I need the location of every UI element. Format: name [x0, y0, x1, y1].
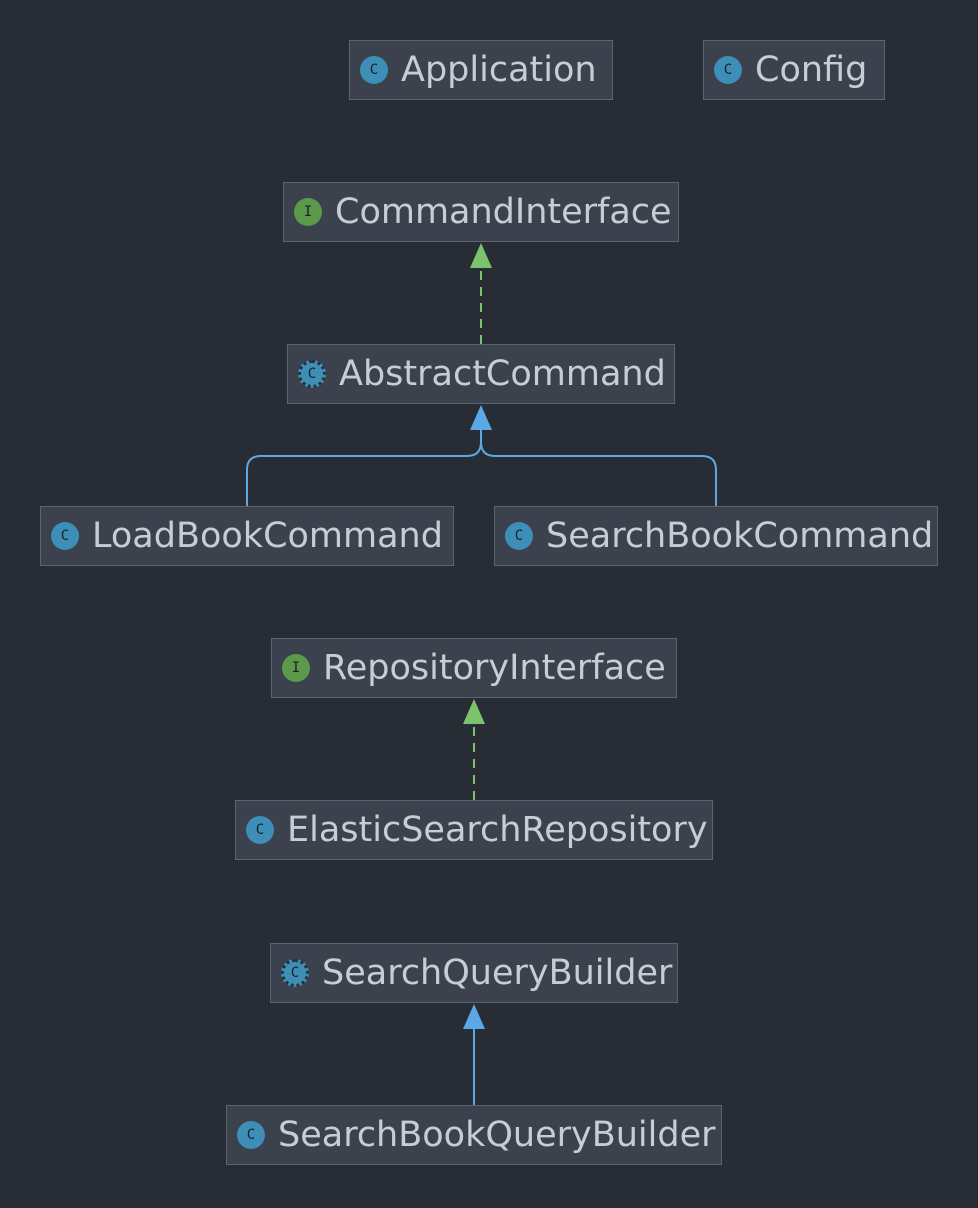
- interface-node-repositoryinterface[interactable]: I RepositoryInterface: [271, 638, 677, 698]
- class-node-elasticsearchrepository[interactable]: C ElasticSearchRepository: [235, 800, 713, 860]
- class-icon: C: [51, 522, 79, 550]
- class-name: SearchBookQueryBuilder: [278, 1114, 716, 1155]
- interface-icon: I: [282, 654, 310, 682]
- class-name: Application: [401, 49, 597, 90]
- abstract-class-icon: C: [298, 360, 326, 388]
- class-name: SearchBookCommand: [546, 515, 934, 556]
- edge-loadbookcommand-extends-abstractcommand: [246, 430, 482, 506]
- edge-searchbookquerybuilder-extends-searchquerybuilder: [463, 1004, 485, 1105]
- class-node-searchbookquerybuilder[interactable]: C SearchBookQueryBuilder: [226, 1105, 722, 1165]
- edge-abstractcommand-implements-commandinterface: [470, 243, 492, 344]
- class-node-searchbookcommand[interactable]: C SearchBookCommand: [494, 506, 938, 566]
- edge-searchbookcommand-extends-abstractcommand: [470, 405, 717, 506]
- class-icon: C: [246, 816, 274, 844]
- class-name: ElasticSearchRepository: [287, 809, 708, 850]
- class-name: AbstractCommand: [339, 353, 666, 394]
- class-node-application[interactable]: C Application: [349, 40, 613, 100]
- class-icon: C: [714, 56, 742, 84]
- edge-elasticsearchrepository-implements-repositoryinterface: [463, 699, 485, 800]
- class-icon: C: [505, 522, 533, 550]
- class-name: Config: [755, 49, 868, 90]
- class-icon: C: [360, 56, 388, 84]
- abstract-class-node-searchquerybuilder[interactable]: C SearchQueryBuilder: [270, 943, 678, 1003]
- class-icon: C: [237, 1121, 265, 1149]
- class-node-config[interactable]: C Config: [703, 40, 885, 100]
- class-name: SearchQueryBuilder: [322, 952, 673, 993]
- class-node-loadbookcommand[interactable]: C LoadBookCommand: [40, 506, 454, 566]
- abstract-class-icon: C: [281, 959, 309, 987]
- interface-node-commandinterface[interactable]: I CommandInterface: [283, 182, 679, 242]
- interface-name: CommandInterface: [335, 191, 672, 232]
- class-name: LoadBookCommand: [92, 515, 443, 556]
- interface-icon: I: [294, 198, 322, 226]
- interface-name: RepositoryInterface: [323, 647, 666, 688]
- abstract-class-node-abstractcommand[interactable]: C AbstractCommand: [287, 344, 675, 404]
